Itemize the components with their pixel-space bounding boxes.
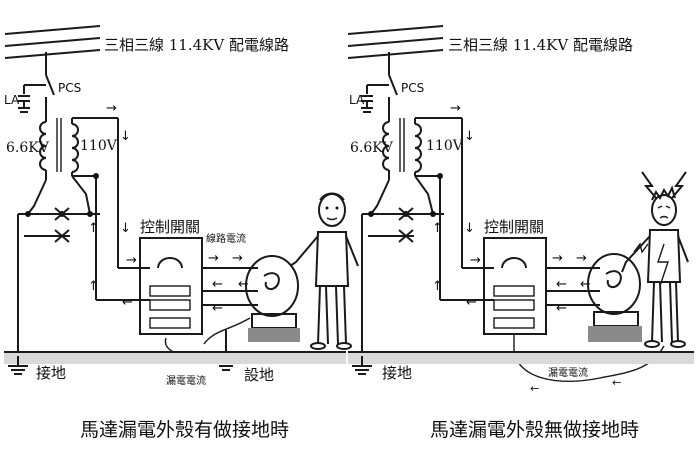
right-secondary-voltage: 110V xyxy=(426,138,464,154)
right-current-arrows: → ↓ ↓ ↑ ↑ → ← → → ← ← ← xyxy=(432,101,591,316)
svg-text:↓: ↓ xyxy=(464,129,475,144)
left-lightning-arrester xyxy=(18,84,46,113)
right-fuse-bus xyxy=(362,207,444,243)
left-secondary-voltage: 110V xyxy=(80,138,118,154)
svg-text:→: → xyxy=(470,253,481,268)
right-ground-label: 接地 xyxy=(382,364,412,382)
left-line-label: 三相三線 11.4KV 配電線路 xyxy=(104,36,289,54)
svg-text:↑: ↑ xyxy=(432,279,443,294)
svg-text:←: ← xyxy=(212,277,223,292)
right-shocked-person xyxy=(621,185,689,348)
svg-text:←: ← xyxy=(212,301,223,316)
svg-text:↓: ↓ xyxy=(120,129,131,144)
right-transformer xyxy=(382,110,446,180)
right-lightning-arrester xyxy=(361,84,389,113)
left-primary-lead xyxy=(27,179,47,215)
right-primary-lead xyxy=(370,179,390,215)
svg-text:→: → xyxy=(552,251,563,266)
right-pcs-label: PCS xyxy=(401,81,424,95)
right-motor xyxy=(587,253,642,342)
left-ground-label: 接地 xyxy=(36,364,66,382)
svg-text:→: → xyxy=(576,251,587,266)
svg-text:←: ← xyxy=(238,277,249,292)
left-caption: 馬達漏電外殼有做接地時 xyxy=(80,419,289,441)
left-overhead-lines xyxy=(4,25,101,59)
svg-text:←: ← xyxy=(466,295,477,310)
right-leak-current-label: 漏電電流 xyxy=(548,366,588,379)
right-pcs-switch xyxy=(388,74,398,96)
left-ground-surface xyxy=(4,352,346,364)
left-panel: 三相三線 11.4KV 配電線路 PCS LA 6.6KV xyxy=(4,25,359,441)
left-transformer xyxy=(39,110,96,180)
right-line-label: 三相三線 11.4KV 配電線路 xyxy=(448,36,633,54)
left-leak-current-label: 漏電電流 xyxy=(166,374,206,387)
right-primary-voltage: 6.6KV xyxy=(350,140,394,156)
svg-text:←: ← xyxy=(530,382,539,395)
right-earth-symbol xyxy=(352,356,372,375)
right-ground-surface xyxy=(348,352,694,364)
right-secondary-lead xyxy=(414,175,434,215)
right-overhead-lines xyxy=(347,25,444,59)
left-earth-symbol xyxy=(8,356,28,375)
right-leak-arrows: ← ← xyxy=(530,376,621,395)
left-secondary-lead xyxy=(71,175,91,215)
svg-text:←: ← xyxy=(580,277,591,292)
left-pcs-switch xyxy=(45,74,55,96)
svg-text:↑: ↑ xyxy=(432,221,443,236)
svg-text:←: ← xyxy=(122,295,133,310)
left-fuse-bus xyxy=(18,207,100,243)
left-switch-label: 控制開關 xyxy=(140,218,200,236)
lightning-bolt-icon xyxy=(641,171,687,199)
svg-text:↓: ↓ xyxy=(120,221,131,236)
svg-text:→: → xyxy=(208,251,219,266)
svg-text:→: → xyxy=(232,251,243,266)
svg-text:→: → xyxy=(126,253,137,268)
left-person xyxy=(289,192,359,350)
right-panel: 三相三線 11.4KV 配電線路 PCS LA 6.6KV 110V xyxy=(347,25,694,441)
svg-text:↑: ↑ xyxy=(88,221,99,236)
svg-text:↓: ↓ xyxy=(464,221,475,236)
svg-text:←: ← xyxy=(556,277,567,292)
left-primary-voltage: 6.6KV xyxy=(6,140,50,156)
svg-text:↑: ↑ xyxy=(88,279,99,294)
right-la-label: LA xyxy=(349,93,365,107)
right-110v-wiring xyxy=(437,117,494,301)
left-line-current-label: 線路電流 xyxy=(206,232,246,245)
left-pcs-label: PCS xyxy=(58,81,81,95)
svg-text:→: → xyxy=(106,101,117,116)
left-leakage-path xyxy=(203,317,251,345)
right-switch-label: 控制開關 xyxy=(484,218,544,236)
right-leakage-path xyxy=(513,334,665,382)
right-caption: 馬達漏電外殼無做接地時 xyxy=(430,419,639,441)
left-la-label: LA xyxy=(4,93,20,107)
left-motor xyxy=(245,255,300,342)
left-current-arrows: → ↓ ↓ ↑ ↑ → ← → → ← ← ← xyxy=(88,101,249,316)
svg-text:→: → xyxy=(450,101,461,116)
svg-text:←: ← xyxy=(556,301,567,316)
left-installed-ground-label: 設地 xyxy=(244,366,274,384)
svg-text:←: ← xyxy=(612,376,621,389)
left-control-switch[interactable] xyxy=(139,237,258,335)
